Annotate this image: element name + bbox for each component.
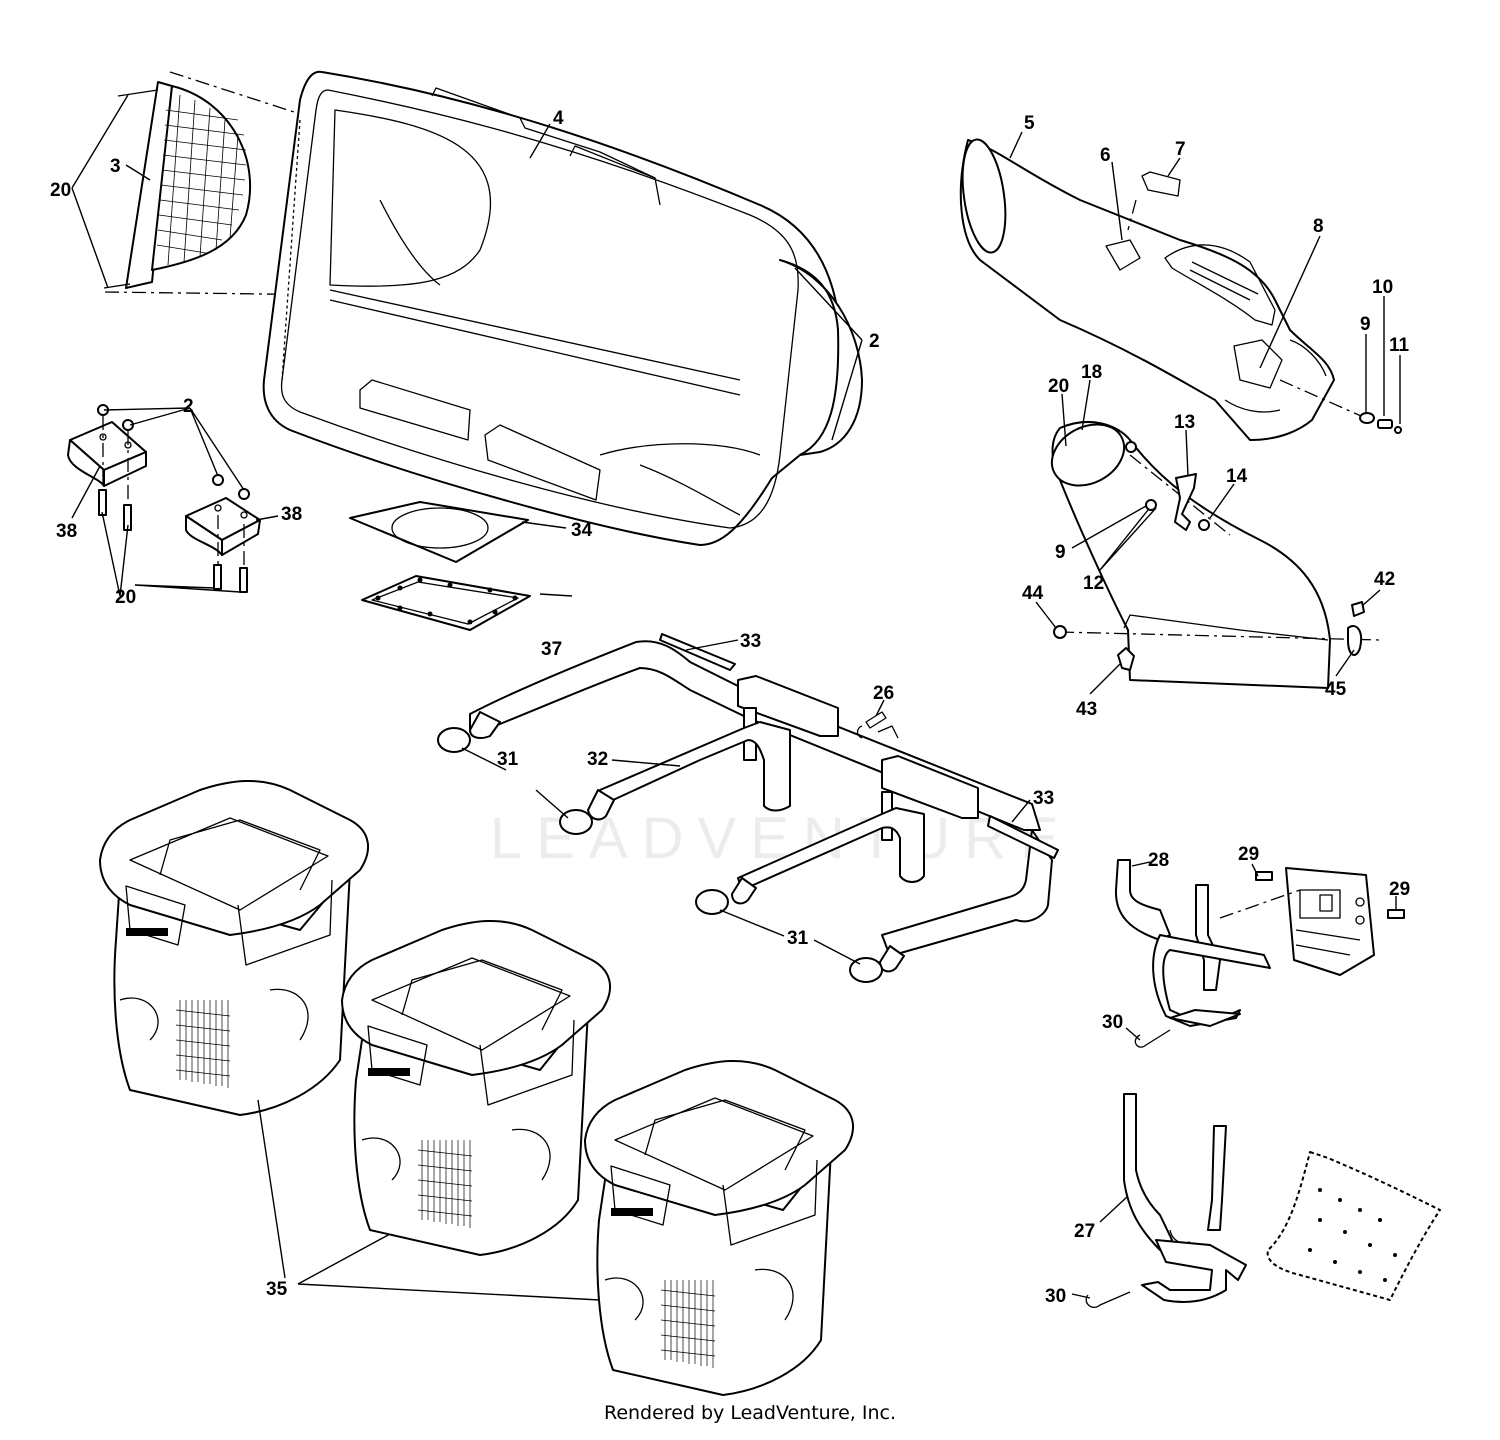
part-bracket-left	[67, 404, 147, 531]
part-lower-chute	[1050, 421, 1381, 689]
callout-29: 29	[1389, 879, 1410, 900]
leader-lines	[71, 94, 1401, 1301]
callout-28: 28	[1148, 850, 1169, 871]
part-bag-c	[584, 1060, 855, 1396]
callout-9: 9	[1055, 542, 1066, 563]
part-upper-chute	[959, 138, 1402, 441]
callout-7: 7	[1175, 139, 1186, 160]
callout-31: 31	[787, 928, 809, 949]
callout-20: 20	[50, 180, 71, 201]
callout-26: 26	[873, 683, 894, 704]
callout-2: 2	[869, 331, 880, 352]
part-mount-bracket-upper	[1114, 859, 1405, 1048]
callout-12: 12	[1083, 573, 1104, 594]
part-bag-a	[99, 780, 370, 1116]
part-mount-bracket-lower	[1085, 1093, 1441, 1309]
callout-43: 43	[1076, 699, 1097, 720]
callout-29: 29	[1238, 844, 1259, 865]
callout-8: 8	[1313, 216, 1324, 237]
callout-20: 20	[115, 587, 136, 608]
callout-33: 33	[1033, 788, 1054, 809]
callout-31: 31	[497, 749, 519, 770]
callout-10: 10	[1372, 277, 1393, 298]
part-frame	[437, 633, 1059, 983]
callout-6: 6	[1100, 145, 1111, 166]
callout-27: 27	[1074, 1221, 1095, 1242]
part-screen-panel	[103, 81, 251, 289]
callout-30: 30	[1102, 1012, 1123, 1033]
part-bag-b	[341, 920, 612, 1256]
footer-credit: Rendered by LeadVenture, Inc.	[603, 1402, 897, 1424]
callout-labels: 4 20 3 2 2 38 38 20 34 37 33 33 26 32 31…	[50, 108, 1410, 1307]
callout-4: 4	[553, 108, 564, 129]
callout-2: 2	[183, 396, 194, 417]
callout-44: 44	[1022, 583, 1044, 604]
callout-5: 5	[1024, 113, 1035, 134]
callout-11: 11	[1389, 335, 1410, 356]
callout-45: 45	[1325, 679, 1347, 700]
callout-18: 18	[1081, 362, 1102, 383]
callout-37: 37	[541, 639, 562, 660]
callout-38: 38	[281, 504, 302, 525]
callout-32: 32	[587, 749, 608, 770]
callout-13: 13	[1174, 412, 1195, 433]
callout-38: 38	[56, 521, 77, 542]
callout-14: 14	[1226, 466, 1248, 487]
callout-3: 3	[110, 156, 121, 177]
callout-30: 30	[1045, 1286, 1066, 1307]
callout-9: 9	[1360, 314, 1371, 335]
callout-33: 33	[740, 631, 761, 652]
part-gasket-plate	[349, 501, 531, 631]
callout-42: 42	[1374, 569, 1395, 590]
callout-20: 20	[1048, 376, 1069, 397]
part-bracket-right	[185, 474, 261, 593]
callout-35: 35	[266, 1279, 288, 1300]
part-bag-housing	[262, 70, 863, 546]
callout-34: 34	[571, 520, 593, 541]
